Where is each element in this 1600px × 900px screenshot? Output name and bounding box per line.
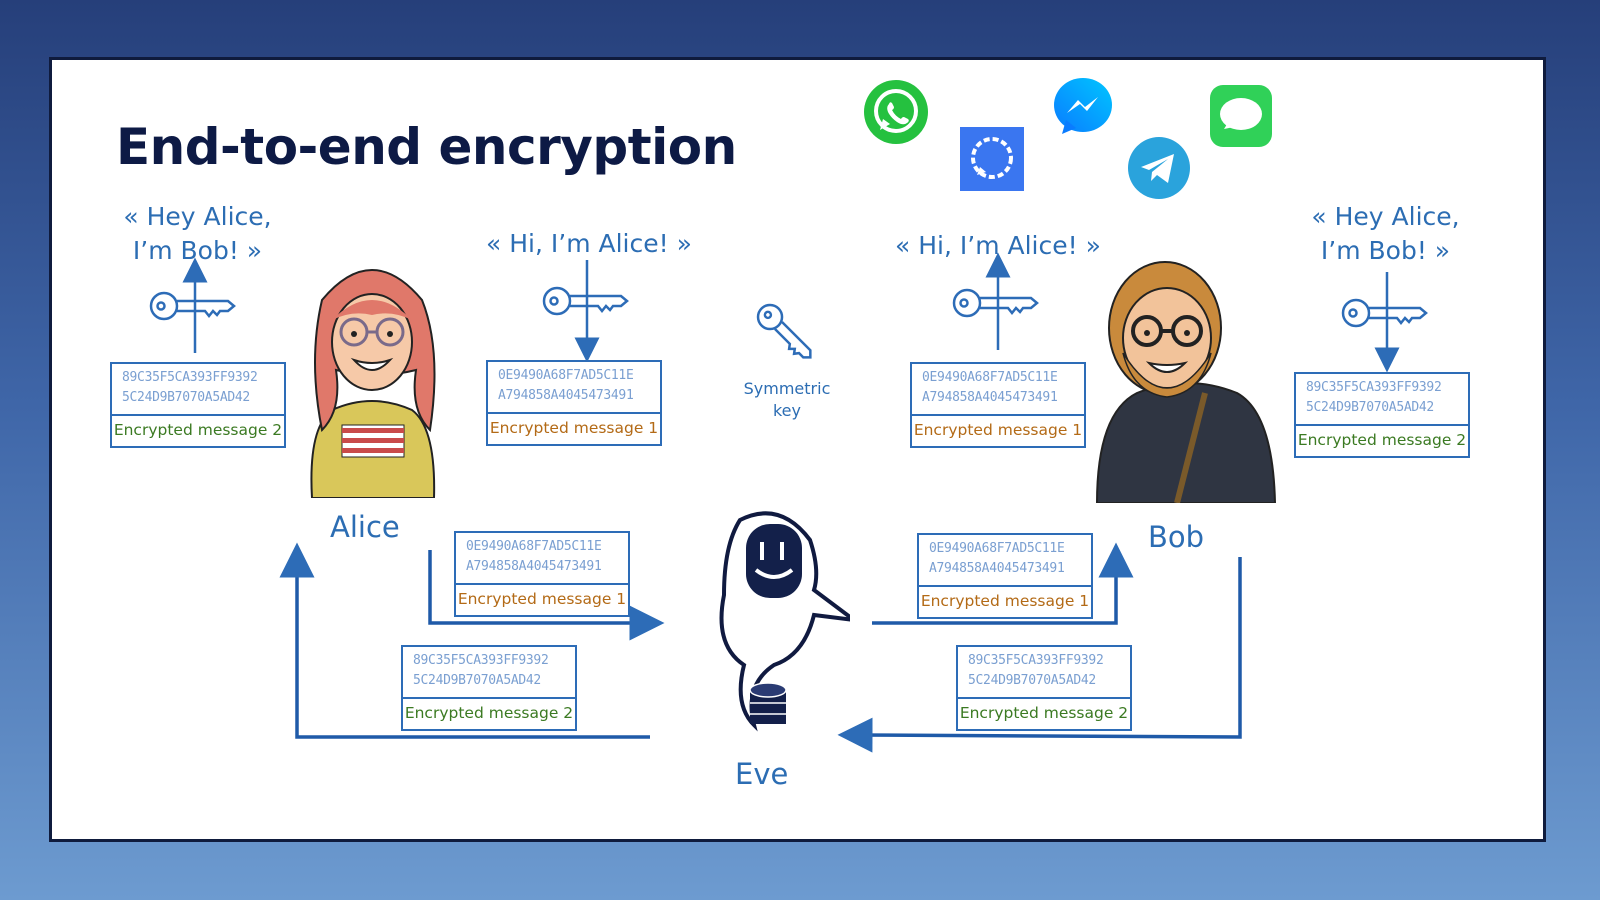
bob-illustration: [1095, 261, 1277, 503]
quote-alice-left: « Hey Alice, I’m Bob! »: [123, 202, 272, 265]
symmetric-key-label: Symmetric key: [743, 379, 831, 420]
eve-label: Eve: [735, 757, 789, 791]
key-icon: [1341, 298, 1428, 328]
messenger-icon: [1054, 78, 1112, 134]
message-label: Encrypted message 2: [403, 697, 575, 729]
key-icon: [542, 286, 629, 316]
message-label: Encrypted message 1: [488, 412, 660, 444]
telegram-icon: [1128, 137, 1190, 199]
key-icon: [149, 291, 236, 321]
eve-illustration: [719, 511, 850, 732]
message-label: Encrypted message 2: [112, 414, 284, 446]
key-icon: [952, 288, 1039, 318]
message-label: Encrypted message 2: [1296, 424, 1468, 456]
page-title: End-to-end encryption: [116, 118, 737, 176]
imessage-icon: [1210, 85, 1272, 147]
message-label: Encrypted message 2: [958, 697, 1130, 729]
quote-alice-right: « Hi, I’m Alice! »: [486, 229, 692, 258]
bob-label: Bob: [1148, 520, 1205, 554]
message-label: Encrypted message 1: [456, 583, 628, 615]
alice-label: Alice: [330, 510, 400, 544]
diagram-lines: [182, 252, 1400, 753]
message-label: Encrypted message 1: [919, 585, 1091, 617]
message-label: Encrypted message 1: [912, 414, 1084, 446]
quote-bob-right: « Hey Alice, I’m Bob! »: [1311, 202, 1460, 265]
symmetric-key-icon: [756, 303, 812, 359]
alice-illustration: [310, 269, 436, 498]
signal-icon: [960, 127, 1024, 191]
whatsapp-icon: [864, 80, 928, 144]
slide: End-to-end encryption « Hey Alice, I’m B…: [49, 57, 1546, 842]
